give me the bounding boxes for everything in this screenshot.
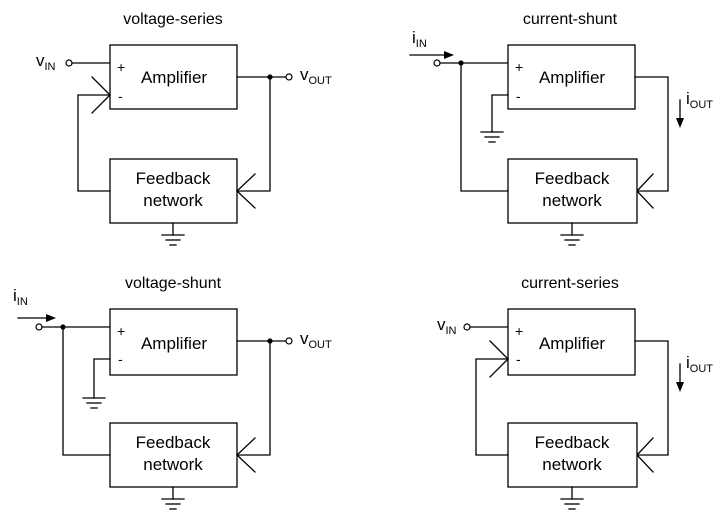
output-loop-wire [634, 76, 669, 192]
amplifier-block [507, 308, 636, 376]
feedback-label-line2: network [143, 191, 203, 210]
input-label: vIN [437, 315, 457, 337]
feedback-label-line1: Feedback [535, 433, 610, 452]
ground-icon [161, 486, 185, 510]
output-label: iOUT [686, 89, 713, 111]
feedback-label-line1: Feedback [136, 433, 211, 452]
ground-icon [560, 486, 584, 510]
input-label: iIN [412, 28, 427, 50]
feedback-arrow [91, 76, 111, 114]
circuit-current-series: current-series vIN + - Amplifier iOUT Fe… [437, 275, 713, 510]
amplifier-label: Amplifier [539, 334, 605, 353]
circuit-title: voltage-series [123, 11, 223, 28]
plus-sign: + [117, 59, 125, 75]
minus-ground-wire [93, 358, 111, 399]
output-loop-wire [634, 340, 669, 456]
minus-sign: - [516, 88, 521, 104]
minus-ground-wire [491, 94, 509, 133]
circuit-title: current-series [521, 275, 619, 292]
circuit-title: current-shunt [523, 11, 618, 28]
plus-sign: + [117, 323, 125, 339]
amplifier-label: Amplifier [141, 334, 207, 353]
amplifier-label: Amplifier [539, 68, 605, 87]
feedback-wire [77, 94, 111, 192]
ground-icon [161, 222, 185, 246]
ground-icon [480, 131, 504, 143]
feedback-wire [62, 326, 111, 456]
sampling-arrow [236, 173, 256, 209]
feedback-label-line2: network [143, 455, 203, 474]
feedback-wire [475, 358, 509, 456]
feedback-wire [460, 62, 509, 192]
input-terminal [433, 59, 441, 67]
amplifier-block [507, 44, 636, 110]
feedback-label-line1: Feedback [136, 169, 211, 188]
circuit-voltage-series: voltage-series vIN + - Amplifier vOUT Fe… [36, 11, 332, 246]
minus-sign: - [118, 88, 123, 104]
circuit-voltage-shunt: voltage-shunt iIN + - Amplifier vOUT Fee… [13, 275, 332, 510]
feedback-network-block [507, 422, 638, 488]
input-label: vIN [36, 51, 56, 73]
plus-sign: + [515, 323, 523, 339]
circuit-title: voltage-shunt [125, 275, 222, 292]
output-label: iOUT [686, 353, 713, 375]
input-terminal [65, 59, 73, 67]
amplifier-label: Amplifier [141, 68, 207, 87]
ground-icon [560, 222, 584, 246]
sampling-wire [236, 76, 271, 192]
input-label: iIN [13, 286, 28, 308]
ground-icon [82, 397, 106, 409]
minus-sign: - [516, 351, 521, 367]
amplifier-block [109, 308, 238, 376]
sampling-wire [236, 340, 271, 456]
feedback-arrow [489, 340, 509, 378]
output-label: vOUT [300, 329, 332, 351]
feedback-network-block [507, 158, 638, 224]
output-current-arrowhead [676, 382, 684, 392]
input-current-arrowhead [444, 51, 454, 59]
minus-sign: - [118, 351, 123, 367]
input-terminal [463, 323, 471, 331]
sampling-arrow [236, 437, 256, 473]
circuit-current-shunt: current-shunt iIN + - Amplifier iOUT Fee… [409, 11, 713, 246]
input-current-arrowhead [46, 314, 56, 322]
feedback-label-line2: network [542, 455, 602, 474]
plus-sign: + [515, 59, 523, 75]
input-terminal [35, 323, 43, 331]
feedback-label-line2: network [542, 191, 602, 210]
output-terminal [285, 337, 293, 345]
output-label: vOUT [300, 65, 332, 87]
feedback-network-block [109, 422, 238, 488]
feedback-label-line1: Feedback [535, 169, 610, 188]
output-terminal [285, 73, 293, 81]
output-current-arrowhead [676, 118, 684, 128]
